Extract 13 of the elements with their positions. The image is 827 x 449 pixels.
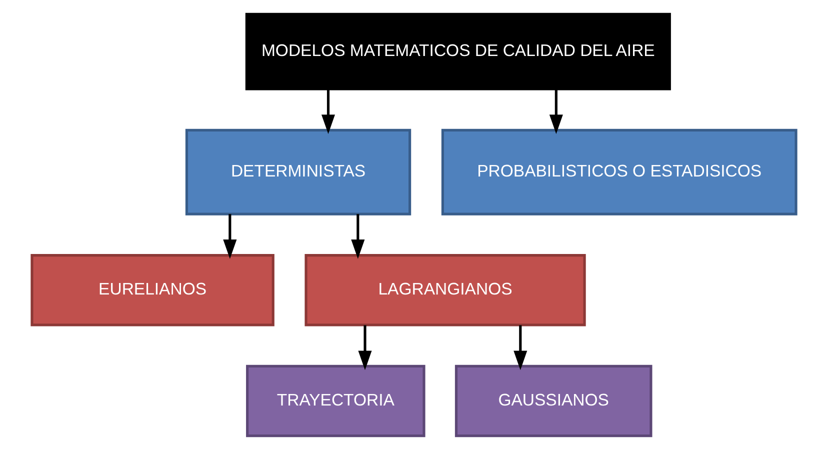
arrow	[358, 324, 372, 370]
node-box: TRAYECTORIA	[246, 364, 425, 437]
arrow	[350, 214, 364, 258]
node-box: DETERMINISTAS	[184, 128, 411, 215]
node-box: LAGRANGIANOS	[304, 254, 586, 326]
arrow	[320, 88, 335, 134]
arrow	[513, 324, 527, 370]
arrow	[222, 214, 236, 258]
node-box: PROBABILISTICOS O ESTADISICOS	[440, 128, 797, 215]
node-box: MODELOS MATEMATICOS DE CALIDAD DEL AIRE	[244, 12, 670, 90]
node-box: EURELIANOS	[30, 254, 274, 326]
node-box: GAUSSIANOS	[454, 364, 652, 437]
arrow	[548, 88, 562, 134]
